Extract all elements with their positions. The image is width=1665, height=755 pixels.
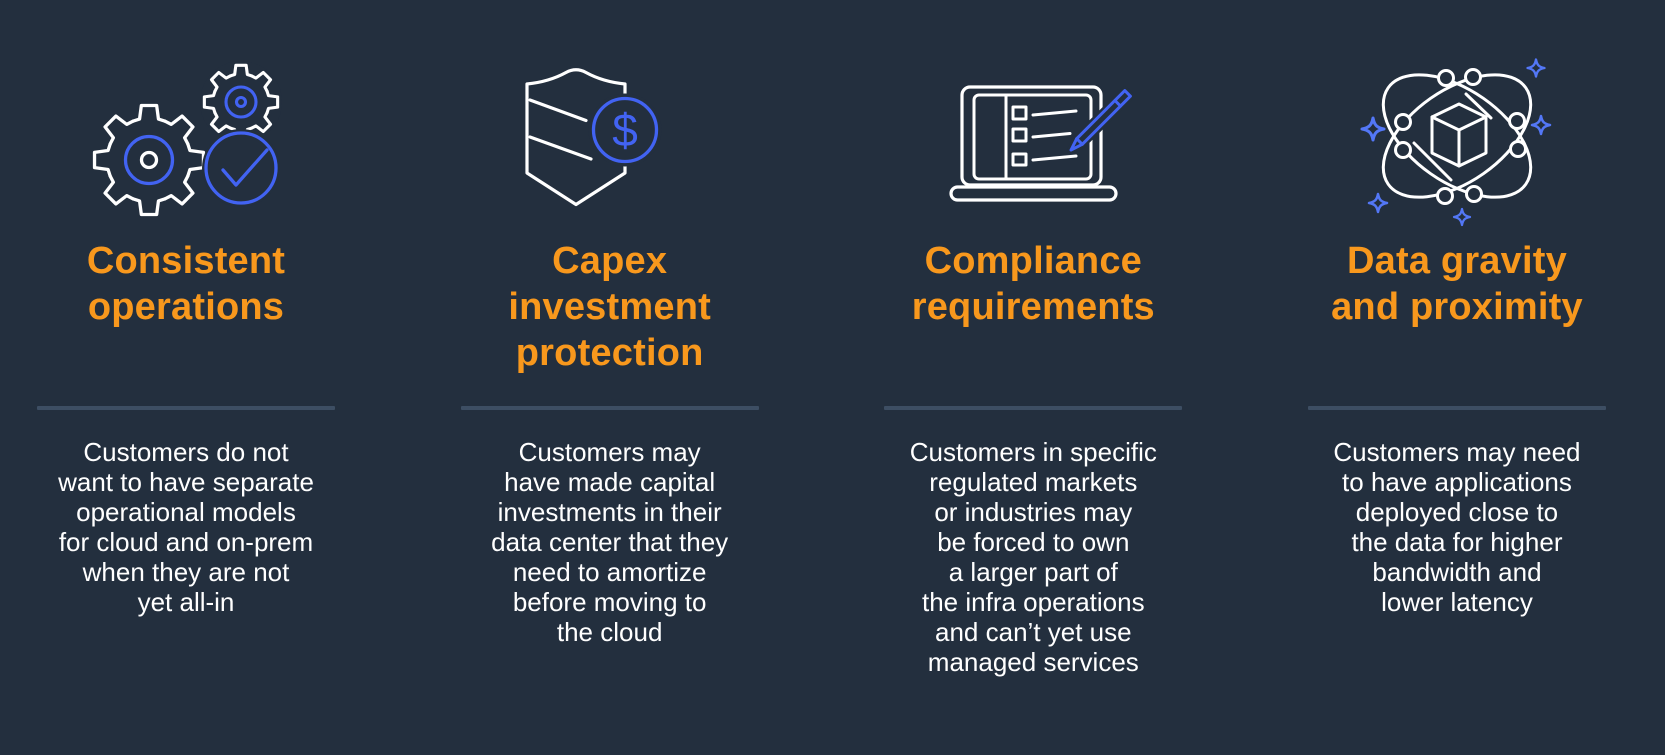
orbit-nodes bbox=[1393, 68, 1527, 205]
benefits-row: Consistent operations Customers do not w… bbox=[36, 0, 1607, 677]
benefit-column-data-gravity: Data gravity and proximity Customers may… bbox=[1307, 0, 1607, 677]
shield-dollar-icon: $ bbox=[525, 67, 662, 206]
svg-text:$: $ bbox=[612, 104, 638, 156]
column-title: Data gravity and proximity bbox=[1331, 240, 1583, 328]
divider bbox=[1307, 406, 1606, 410]
column-title: Capex investment protection bbox=[508, 240, 711, 374]
divider bbox=[37, 406, 335, 410]
gears-check-icon bbox=[92, 60, 282, 216]
column-description: Customers do not want to have separate o… bbox=[58, 437, 314, 617]
column-description: Customers may have made capital investme… bbox=[491, 437, 729, 647]
benefit-column-compliance: Compliance requirements Customers in spe… bbox=[883, 0, 1183, 677]
column-description: Customers in specific regulated markets … bbox=[909, 437, 1157, 677]
pencil-icon bbox=[1067, 86, 1134, 154]
icon-area bbox=[883, 40, 1183, 235]
benefit-column-consistent-operations: Consistent operations Customers do not w… bbox=[36, 0, 336, 677]
icon-area bbox=[1307, 40, 1607, 235]
cube-icon bbox=[1430, 102, 1488, 168]
laptop-checklist-icon bbox=[949, 85, 1134, 202]
check-circle-icon bbox=[202, 128, 280, 207]
orbit-cube-icon bbox=[1360, 58, 1552, 227]
dollar-badge-icon: $ bbox=[588, 93, 662, 166]
icon-area: $ bbox=[460, 40, 760, 235]
divider bbox=[884, 406, 1183, 410]
column-title: Consistent operations bbox=[86, 240, 286, 328]
checklist-icon bbox=[1011, 105, 1078, 167]
column-title: Compliance requirements bbox=[911, 240, 1155, 328]
divider bbox=[460, 406, 759, 410]
column-description: Customers may need to have applications … bbox=[1333, 437, 1581, 617]
icon-area bbox=[36, 40, 336, 235]
benefit-column-capex-protection: $ Capex investment protection Customers … bbox=[460, 0, 760, 677]
